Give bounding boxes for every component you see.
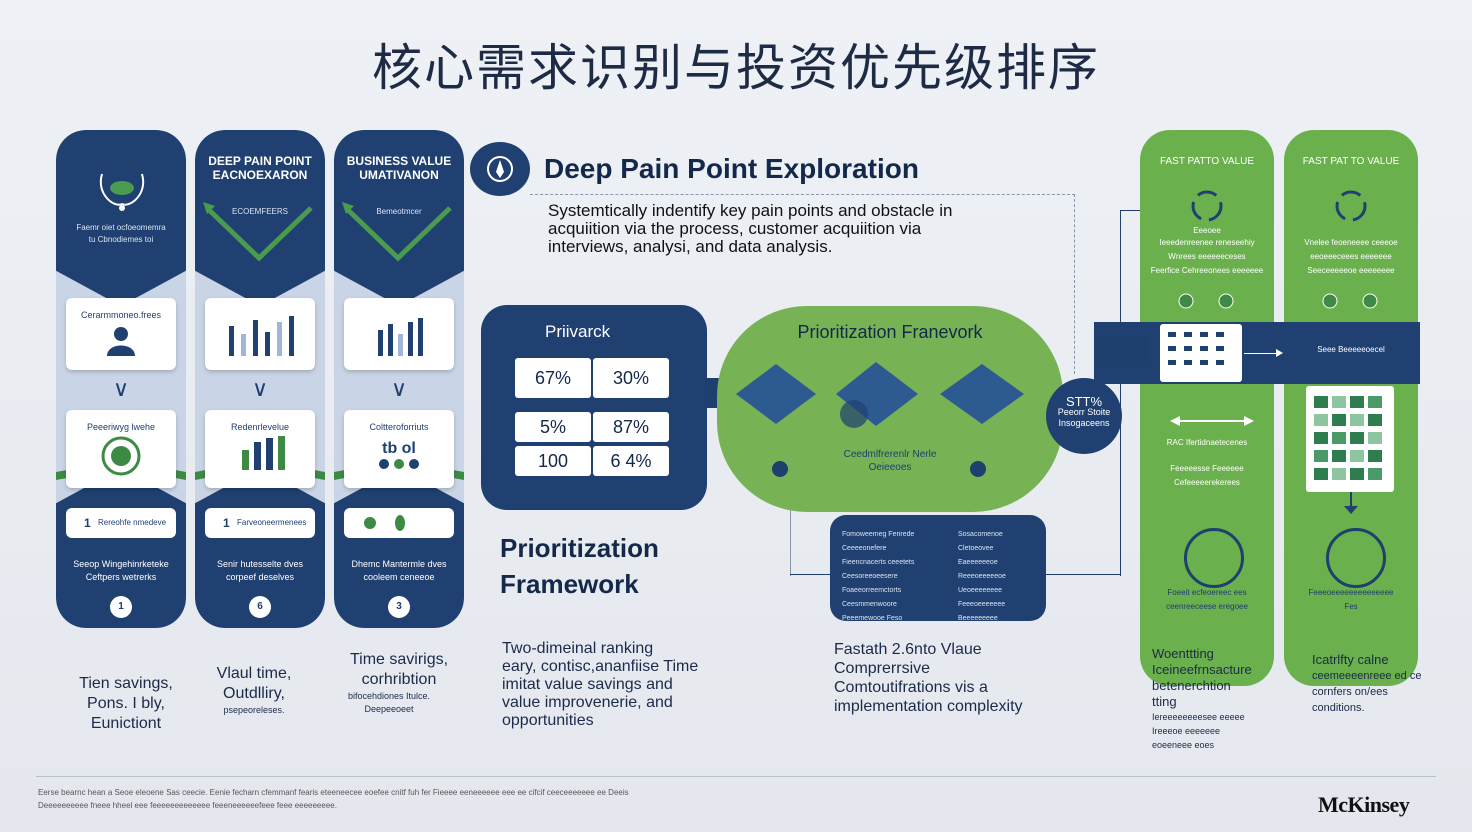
- brand-logo: McKinsey: [1318, 792, 1410, 817]
- person-icon: [107, 327, 135, 356]
- detail-panel: [830, 515, 1046, 621]
- col3-card-2: Coltteroforriuts tb ol: [344, 410, 454, 488]
- matrix-cell: 87%: [593, 412, 669, 442]
- check-arrow-icon: [342, 202, 452, 262]
- col1-card-1: Cerarmmoneo.frees: [66, 298, 176, 370]
- page-title: 核心需求识别与投资优先级排序: [372, 39, 1100, 97]
- right-notes-right: Icatrlfty calne ceemeeeenreee ed ce corn…: [1312, 652, 1422, 714]
- diamond-icons: [736, 362, 1024, 428]
- col3-heading: BUSINESS VALUE UMATIVANON: [346, 154, 452, 182]
- col1-pill: 1 Rereohfe nmedeve: [66, 508, 176, 538]
- col3-pill: [344, 508, 454, 538]
- col2-heading: DEEP PAIN POINT EACNOEXARON: [208, 154, 312, 182]
- deep-pain-desc: Systemtically indentify key pain points …: [548, 201, 953, 256]
- footer-rule: [36, 776, 1436, 777]
- col2-card-1: [205, 298, 315, 370]
- column-3: BUSINESS VALUE UMATIVANON Bemeotmcer ∨ C…: [334, 130, 464, 628]
- node-dot: [970, 461, 986, 477]
- chevron-down-icon: ∨: [251, 376, 269, 401]
- right-column-1: [1140, 130, 1274, 686]
- deep-pain-title: Deep Pain Point Exploration: [544, 153, 919, 184]
- col2-below: Vlaul time,Outdlliry,: [216, 665, 292, 702]
- col3-below: Time savirigs,corhribtion: [349, 651, 449, 688]
- bar-chart-icon: [242, 436, 285, 470]
- target-icon: [101, 436, 141, 476]
- band-label: Seee Beeeeeoecel: [1317, 345, 1385, 354]
- lock-icon: [1184, 528, 1244, 588]
- column-2: DEEP PAIN POINT EACNOEXARON ECOEMFEERS ∨…: [195, 130, 325, 628]
- col2-card-2: Redenrlevelue: [205, 410, 315, 488]
- recycle-icon: [1191, 190, 1223, 222]
- step-badge: 6: [249, 596, 271, 618]
- col1-sub-1: Faemr oiet ocfoeomemra: [76, 223, 166, 232]
- right2-head: FAST PAT TO VALUE: [1302, 156, 1400, 167]
- matrix-cell: 67%: [515, 358, 591, 398]
- handshake-icon: [99, 173, 145, 211]
- col1-sub-2: tu Cbnodiemes toi: [88, 235, 154, 244]
- small-circle-icons: [1322, 293, 1378, 309]
- dots-icon: [379, 459, 419, 469]
- pf-title: Prioritization Franevork: [797, 322, 983, 342]
- chevron-down-icon: ∨: [390, 376, 408, 401]
- col2-pill: 1 Farveoneermenees: [205, 508, 315, 538]
- footnote: Eerse bearnc hean a Seoe eleoene Sas cee…: [38, 788, 629, 810]
- compass-icon: [470, 142, 530, 196]
- bar-chart-icon: [378, 318, 423, 356]
- matrix-cell: 5%: [515, 412, 591, 442]
- table-card: [1160, 324, 1242, 382]
- percent-badge: STT% Peeorr Stoite Insogaceens: [1046, 378, 1122, 454]
- arrow-down-icon: [1350, 492, 1352, 510]
- check-arrow-icon: [203, 202, 313, 262]
- step-badge: 1: [110, 596, 132, 618]
- recycle-icon: [1335, 190, 1367, 222]
- step-badge: 3: [388, 596, 410, 618]
- arrow-right-icon: [1244, 353, 1280, 354]
- small-circle-icons: [1178, 293, 1234, 309]
- right1-head: FAST PATTO VALUE: [1159, 156, 1255, 167]
- leaf-icon: [364, 515, 405, 531]
- matrix-cell: 100: [515, 446, 591, 476]
- matrix-cell: 6 4%: [593, 446, 669, 476]
- double-arrow-icon: [1170, 416, 1254, 426]
- col1-below: Tien savings,Pons. I bly,Eunictiont: [79, 675, 173, 732]
- priwork-title: Priivarck: [545, 322, 611, 341]
- col1-card-2: Peeeriwyg lwehe: [66, 410, 176, 488]
- column-1: Faemr oiet ocfoeomemra tu Cbnodiemes toi…: [56, 130, 186, 628]
- matrix-cell: 30%: [593, 358, 669, 398]
- bar-chart-icon: [229, 316, 294, 356]
- col3-card-1: [344, 298, 454, 370]
- lock-icon: [1326, 528, 1386, 588]
- chevron-down-icon: ∨: [112, 376, 130, 401]
- grid-card: [1306, 386, 1394, 492]
- node-dot: [772, 461, 788, 477]
